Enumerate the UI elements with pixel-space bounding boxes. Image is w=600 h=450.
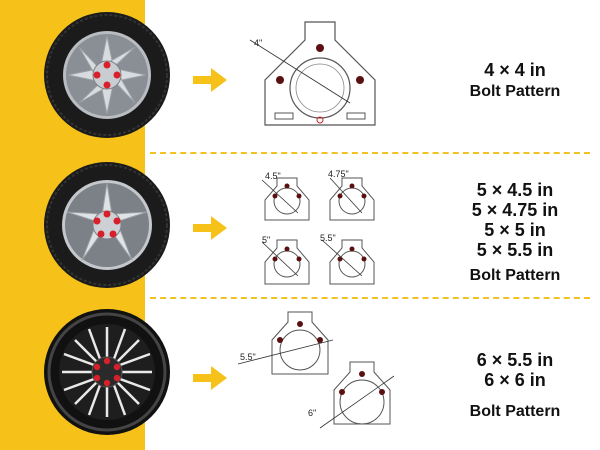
pattern-line: 5 × 4.75 in [471,200,559,220]
pattern-line: 4 × 4 in [484,60,546,80]
pattern-line: 6 × 6 in [484,370,546,390]
wheel-5-lug-icon [42,160,172,290]
pattern-label-5-lug: 5 × 4.5 in 5 × 4.75 in 5 × 5 in 5 × 5.5 … [440,180,590,286]
row-divider [150,297,590,299]
wheel-6-lug-icon [42,307,172,437]
row-divider [150,152,590,154]
measure-label: 6" [308,408,316,418]
pattern-title: Bolt Pattern [469,267,561,284]
measure-label: 5" [262,235,270,245]
pattern-line: 5 × 5 in [484,220,546,240]
arrow-right-icon [193,68,227,92]
measure-label: 4.75" [328,169,349,179]
arrow-right-icon [193,366,227,390]
pattern-line: 6 × 5.5 in [476,350,554,370]
pattern-label-4-lug: 4 × 4 in Bolt Pattern [440,60,590,102]
pattern-title: Bolt Pattern [469,83,561,100]
wheel-4-lug-icon [42,10,172,140]
measure-label: 4.5" [265,171,281,181]
bolt-diagram-5-lug: 4.5" 4.75" 5" 5.5" [261,168,392,293]
bolt-diagram-4-lug: 4" [249,18,390,130]
pattern-title: Bolt Pattern [469,403,561,420]
pattern-line: 5 × 5.5 in [476,240,554,260]
bolt-diagram-6-lug: 5.5" 6" [237,310,398,440]
measure-label: 4" [254,38,262,48]
arrow-right-icon [193,216,227,240]
pattern-label-6-lug: 6 × 5.5 in 6 × 6 in Bolt Pattern [440,350,590,422]
measure-label: 5.5" [320,233,336,243]
pattern-line: 5 × 4.5 in [476,180,554,200]
measure-label: 5.5" [240,352,256,362]
